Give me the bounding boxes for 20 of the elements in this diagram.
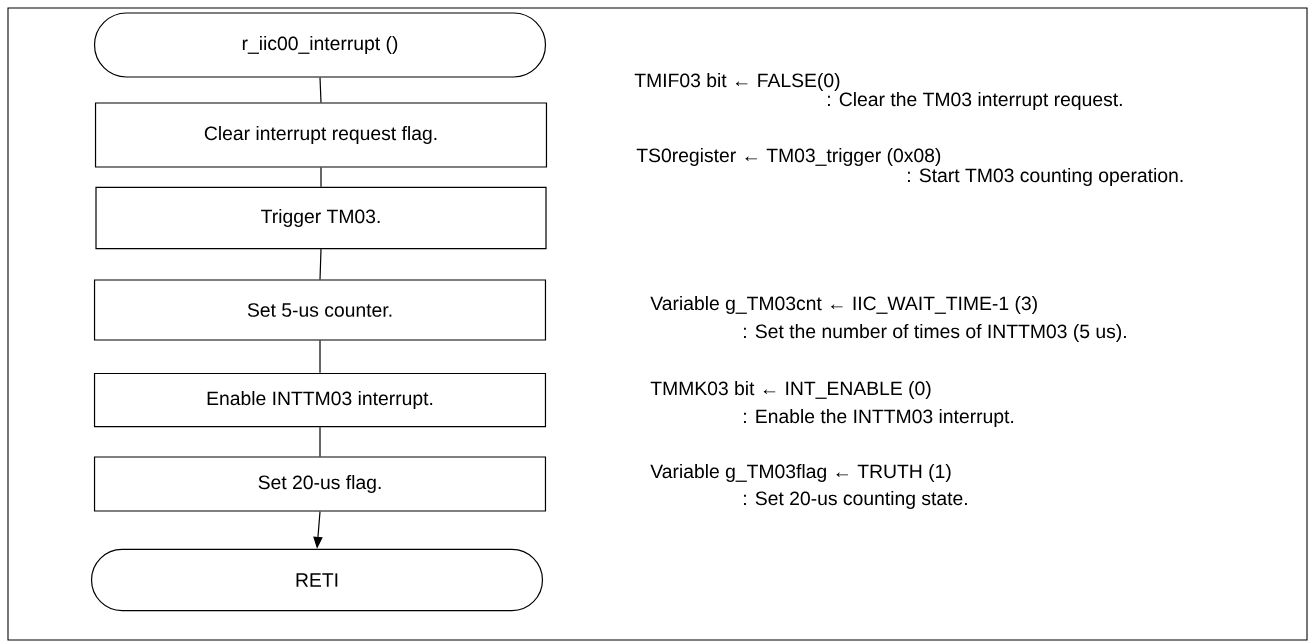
process-box: Set 20-us flag. bbox=[93, 456, 547, 512]
comment-text: : Clear the TM03 interrupt request. bbox=[828, 92, 1122, 110]
comment-text: Variable g_TM03flag ← TRUTH (1) bbox=[650, 464, 951, 482]
process-box: Set 5-us counter. bbox=[93, 279, 547, 341]
connector-line bbox=[319, 426, 321, 457]
process-box: Enable INTTM03 interrupt. bbox=[93, 372, 547, 428]
comment-text: : Start TM03 counting operation. bbox=[908, 168, 1183, 186]
comment-text: Variable g_TM03cnt ← IIC_WAIT_TIME-1 (3) bbox=[650, 296, 1037, 314]
comment-text: : Set 20-us counting state. bbox=[744, 491, 967, 509]
comment-text: : Set the number of times of INTTM03 (5 us). bbox=[744, 324, 1126, 343]
comment-text: TMIF03 bit ← FALSE(0) bbox=[634, 73, 840, 91]
connector-line bbox=[319, 77, 322, 103]
process-box: Trigger TM03. bbox=[95, 186, 547, 250]
comment-text: : Enable the INTTM03 interrupt. bbox=[744, 409, 1014, 427]
connector-line bbox=[319, 340, 321, 374]
comment-text: TMMK03 bit ← INT_ENABLE (0) bbox=[650, 381, 931, 399]
connector-line bbox=[319, 248, 322, 280]
comment-text: TS0register ← TM03_trigger (0x08) bbox=[636, 148, 941, 166]
process-box: Clear interrupt request flag. bbox=[94, 102, 548, 168]
connector-line bbox=[320, 167, 322, 188]
